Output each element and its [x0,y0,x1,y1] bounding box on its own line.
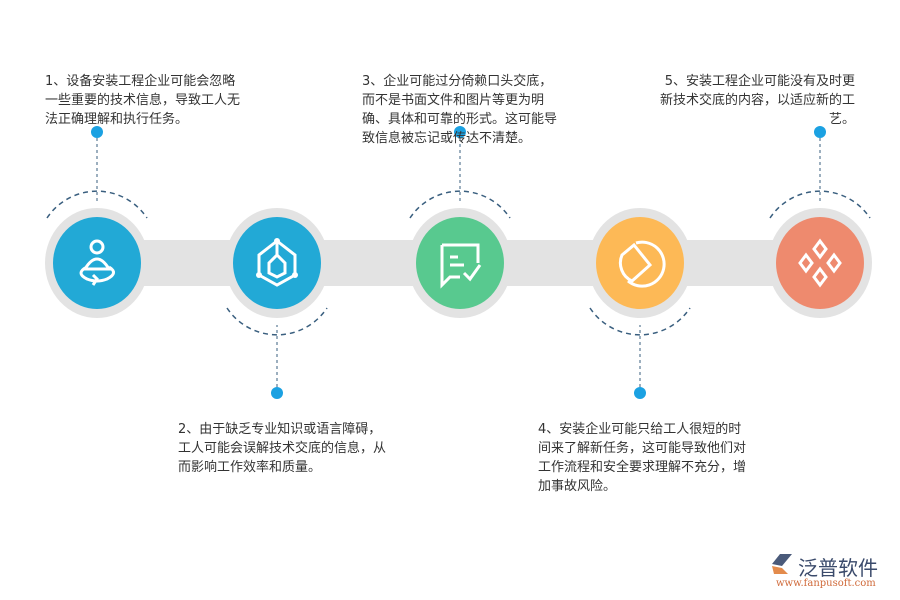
node-circle [596,217,684,309]
step-5-node [768,126,872,318]
step-2-text: 2、由于缺乏专业知识或语言障碍，工人可能会误解技术交底的信息，从而影响工作效率和… [178,422,387,475]
network-hexagon-icon [256,238,298,287]
person-rotate-icon [79,239,115,286]
marker-dot [454,126,466,138]
dashed-arc [589,307,691,336]
message-check-icon [440,243,482,289]
step-4-text: 4、安装企业可能只给工人很短的时间来了解新任务，这可能导致他们对工作流程和安全要… [538,422,747,494]
logo-mark-icon [772,554,792,574]
logo: 泛普软件 www.fanpusoft.com [768,552,893,589]
step-3-text: 3、企业可能过分倚赖口头交底，而不是书面文件和图片等更为明确、具体和可靠的形式。… [362,74,558,146]
dashed-arc [409,190,511,219]
logo-name: 泛普软件 [798,556,878,580]
dashed-arc [769,190,871,219]
step-2-node [225,208,329,399]
node-circle [53,217,141,309]
marker-dot [91,126,103,138]
diamonds-icon [798,238,842,288]
step-1-text: 1、设备安装工程企业可能会忽略一些重要的技术信息，导致工人无法正确理解和执行任务… [45,74,241,127]
logo-url: www.fanpusoft.com [776,578,876,589]
marker-dot [814,126,826,138]
step-4-node [588,208,692,399]
pie-chart-icon [618,240,666,288]
node-circle [416,217,504,309]
marker-dot [271,387,283,399]
node-circle [233,217,321,309]
step-5-text: 5、安装工程企业可能没有及时更新技术交底的内容，以适应新的工艺。 [659,74,855,127]
step-3-node [408,126,512,318]
dashed-arc [46,190,148,219]
node-circle [776,217,864,309]
dashed-arc [226,307,328,336]
marker-dot [634,387,646,399]
step-1-node [45,126,149,318]
